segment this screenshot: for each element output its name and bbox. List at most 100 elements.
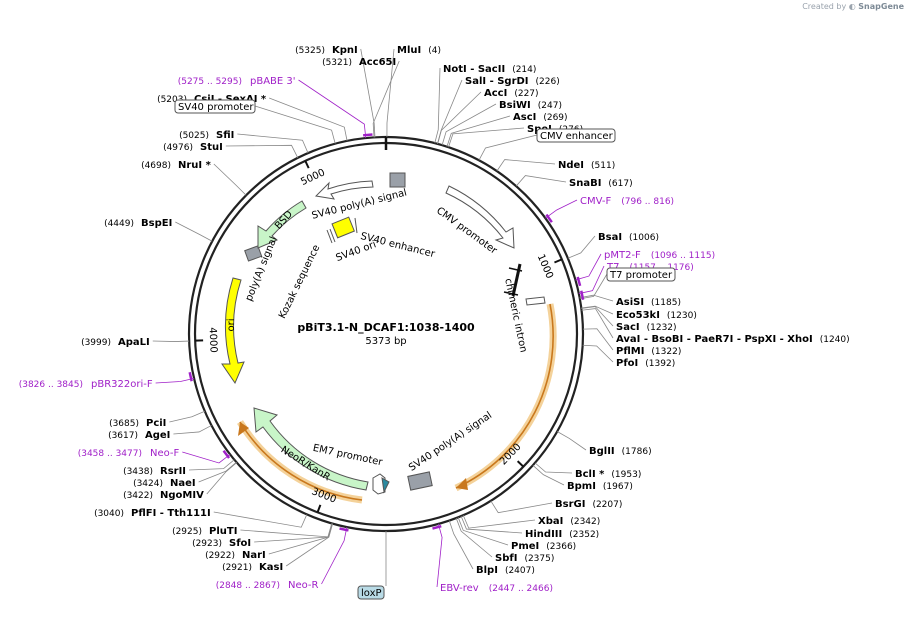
primer-pmt2f[interactable]: pMT2-F(1096 .. 1115): [604, 250, 715, 261]
site-ngomiv[interactable]: NgoMIV(3422): [123, 490, 204, 501]
site-hindiii[interactable]: HindIII(2352): [525, 529, 599, 540]
primer-neor[interactable]: Neo-R(2848 .. 2867): [216, 580, 319, 591]
primer-pbr322[interactable]: pBR322ori-F(3826 .. 3845): [19, 379, 153, 390]
site-snabi[interactable]: SnaBI(617): [569, 178, 633, 189]
feature-box-bottom: [407, 471, 433, 491]
site-blpi[interactable]: BlpI(2407): [476, 565, 535, 576]
site-mlui[interactable]: MluI(4): [397, 45, 441, 56]
leader-rsrii: [189, 459, 235, 471]
site-pflfi[interactable]: PflFI - Tth111I(3040): [94, 508, 211, 519]
site-name: SbfI: [495, 553, 517, 564]
site-name: ApaLI: [118, 337, 150, 348]
boxed-feature-loxp[interactable]: loxP: [357, 585, 385, 600]
primer-name: Neo-F: [150, 448, 180, 459]
snapgene-logo-icon: ◐: [848, 2, 856, 11]
site-sfii[interactable]: SfiI(5025): [179, 130, 234, 141]
site-apali[interactable]: ApaLI(3999): [81, 337, 150, 348]
site-bpmi[interactable]: BpmI(1967): [567, 481, 633, 492]
site-pmei[interactable]: PmeI(2366): [511, 541, 576, 552]
boxed-feature-sv40-promoter[interactable]: SV40 promoter: [174, 99, 256, 114]
feature-box-label: CMV enhancer: [540, 131, 614, 142]
site-position: (2342): [570, 517, 600, 527]
primer-name: pBABE 3': [250, 76, 296, 87]
leader-nrui: [213, 163, 247, 196]
site-name: NarI: [242, 550, 266, 561]
site-xbai[interactable]: XbaI(2342): [538, 516, 600, 527]
primer-neof[interactable]: Neo-F(3458 .. 3477): [78, 448, 180, 459]
site-avai[interactable]: AvaI - BsoBI - PaeR7I - PspXI - XhoI(124…: [616, 334, 850, 345]
site-naei[interactable]: NaeI(3424): [133, 478, 196, 489]
site-bsiwi[interactable]: BsiWI(247): [499, 100, 562, 111]
site-noti[interactable]: NotI - SacII(214): [443, 64, 536, 75]
site-pfoi[interactable]: PfoI(1392): [616, 358, 675, 369]
leader-neof: [182, 451, 231, 464]
primer-position: (796 .. 816): [621, 197, 674, 207]
neor-kanr-arrow: [253, 407, 369, 491]
primer-position: (2848 .. 2867): [216, 581, 280, 591]
site-bsrgi[interactable]: BsrGI(2207): [555, 499, 622, 510]
leader-snabi: [515, 175, 567, 187]
site-acci[interactable]: AccI(227): [484, 88, 539, 99]
site-position: (1392): [645, 359, 675, 369]
orf-arrowhead-left: [238, 422, 249, 436]
boxed-feature-t7-promoter[interactable]: T7 promoter: [606, 267, 676, 282]
leader-ndei: [496, 159, 556, 172]
feature-box: [357, 585, 385, 600]
site-position: (1006): [629, 233, 659, 243]
site-position: (2922): [205, 551, 235, 561]
site-position: (226): [536, 77, 560, 87]
site-bcli[interactable]: BclI *(1953): [575, 469, 641, 480]
leader-bpmi: [532, 464, 565, 486]
leader-bglii: [556, 431, 587, 451]
site-kasi[interactable]: KasI(2921): [222, 562, 283, 573]
site-position: (1953): [611, 470, 641, 480]
primer-mark-neof: [222, 449, 231, 459]
site-sfoi[interactable]: SfoI(2923): [192, 538, 251, 549]
site-ndei[interactable]: NdeI(511): [558, 160, 615, 171]
site-position: (227): [514, 89, 538, 99]
primer-ebvrev[interactable]: EBV-rev(2447 .. 2466): [440, 583, 553, 594]
site-pluti[interactable]: PluTI(2925): [172, 526, 237, 537]
site-name: BlpI: [476, 565, 498, 576]
site-name: PluTI: [209, 526, 237, 537]
site-kpni[interactable]: KpnI(5325): [295, 45, 358, 56]
leader-bcli: [534, 462, 573, 474]
site-stui[interactable]: StuI (4976): [163, 142, 223, 153]
site-nrui[interactable]: NruI *(4698): [141, 160, 212, 171]
site-sali[interactable]: SalI - SgrDI(226): [465, 76, 560, 87]
site-sbfi[interactable]: SbfI(2375): [495, 553, 554, 564]
credit-prefix: Created by: [802, 2, 847, 11]
site-bspei[interactable]: BspEI(4449): [104, 218, 172, 229]
primer-name: pMT2-F: [604, 250, 641, 261]
site-position: (5325): [295, 46, 325, 56]
site-position: (4976): [163, 143, 193, 153]
site-pflmi[interactable]: PflMI(1322): [616, 346, 681, 357]
site-name: StuI: [200, 142, 223, 153]
leader-pluti: [240, 523, 333, 538]
site-name: AsiSI: [616, 297, 644, 308]
leader-kasi: [285, 523, 334, 567]
site-agei[interactable]: AgeI(3617): [108, 430, 170, 441]
leader-naei: [198, 461, 237, 483]
sv40-ori-block: [331, 216, 355, 239]
site-saci[interactable]: SacI(1232): [616, 322, 677, 333]
site-acc65i[interactable]: Acc65I(5321): [322, 57, 396, 68]
boxed-feature-cmv-enhancer[interactable]: CMV enhancer: [536, 128, 616, 143]
tick-label: 5000: [299, 167, 327, 188]
primer-mark-pbr322: [188, 372, 193, 382]
tick-label: 4000: [207, 327, 219, 353]
site-asisi[interactable]: AsiSI(1185): [616, 297, 681, 308]
primer-cmvf[interactable]: CMV-F(796 .. 816): [580, 196, 674, 207]
chimeric-intron-bar: [511, 263, 522, 297]
site-pcii[interactable]: PciI(3685): [109, 418, 166, 429]
primer-pbabe3[interactable]: pBABE 3'(5275 .. 5295): [178, 76, 296, 87]
site-bglii[interactable]: BglII(1786): [589, 446, 652, 457]
site-eco53ki[interactable]: Eco53kI(1230): [616, 310, 697, 321]
site-rsrii[interactable]: RsrII(3438): [123, 466, 186, 477]
leader-avai: [581, 308, 614, 339]
site-bsai[interactable]: BsaI(1006): [598, 232, 659, 243]
leader-pflfi: [213, 511, 308, 528]
site-nari[interactable]: NarI (2922): [205, 550, 266, 561]
primer-mark-pbabe3: [363, 133, 373, 137]
site-asci[interactable]: AscI(269): [513, 112, 568, 123]
